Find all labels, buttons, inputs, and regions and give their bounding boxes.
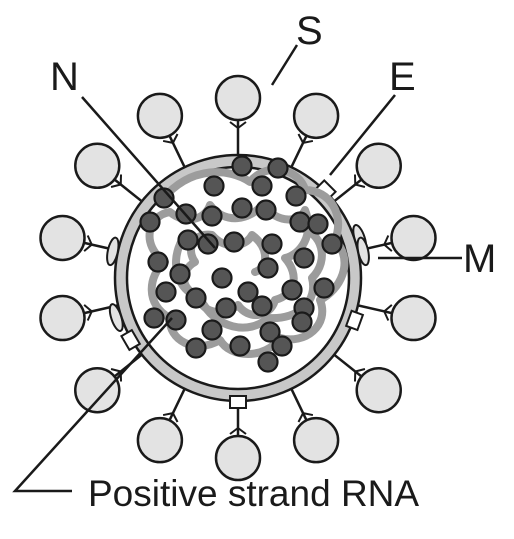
nucleocapsid-protein [223, 231, 245, 253]
envelope-pointer-line [329, 94, 396, 176]
nucleocapsid-protein [293, 247, 315, 269]
nucleocapsid-protein [259, 321, 281, 343]
nucleocapsid-protein [185, 287, 207, 309]
spike-protein [288, 383, 340, 464]
nucleocapsid-protein [231, 197, 253, 219]
nucleocapsid-protein [237, 281, 259, 303]
membrane-proteins [106, 224, 370, 332]
nucleocapsid-protein [177, 229, 199, 251]
nucleocapsid-protein [169, 263, 191, 285]
nucleocapsid-pointer-line [81, 96, 216, 249]
nucleocapsid-protein [261, 233, 283, 255]
nucleocapsid-protein [203, 175, 225, 197]
nucleocapsid-label: N [50, 55, 79, 99]
spike-protein [329, 350, 402, 414]
nucleocapsid-protein [165, 309, 187, 331]
rna-strand-inner [172, 224, 326, 332]
nucleocapsid-protein [231, 155, 253, 177]
nucleocapsid-protein [307, 213, 329, 235]
rna-pointer-line [12, 317, 173, 493]
spike-protein [74, 350, 147, 414]
envelope-protein [120, 328, 142, 352]
nucleocapsid-proteins [139, 155, 343, 373]
spike-protein [329, 142, 402, 206]
spike-protein [214, 396, 262, 482]
nucleocapsid-protein [251, 175, 273, 197]
spike-protein [136, 92, 188, 173]
nucleocapsid-protein [211, 267, 233, 289]
envelope-protein [229, 395, 247, 409]
spike-protein [214, 74, 262, 160]
nucleocapsid-protein [255, 199, 277, 221]
label-lines [12, 44, 462, 493]
nucleocapsid-protein [271, 335, 293, 357]
nucleocapsid-protein [281, 279, 303, 301]
nucleocapsid-protein [285, 185, 307, 207]
nucleocapsid-protein [143, 307, 165, 329]
nucleocapsid-protein [215, 297, 237, 319]
nucleocapsid-protein [251, 295, 273, 317]
envelope-label: E [389, 55, 416, 99]
nucleocapsid-protein [257, 351, 279, 373]
nucleocapsid-protein [321, 233, 343, 255]
nucleocapsid-protein [229, 335, 251, 357]
membrane-protein [108, 303, 124, 332]
nucleocapsid-protein [267, 157, 289, 179]
nucleocapsid-protein [289, 211, 311, 233]
nucleocapsid-protein [197, 233, 219, 255]
nucleocapsid-protein [257, 257, 279, 279]
spike-label: S [296, 9, 323, 53]
nucleocapsid-protein [291, 311, 313, 333]
nucleocapsid-protein [185, 337, 207, 359]
nucleocapsid-protein [201, 319, 223, 341]
membrane-protein [106, 236, 120, 267]
membrane-label: M [463, 237, 496, 281]
nucleocapsid-protein [155, 281, 177, 303]
spike-pointer-line [270, 44, 299, 86]
spike-protein [74, 142, 147, 206]
nucleocapsid-protein [201, 205, 223, 227]
spike-protein [136, 383, 188, 464]
nucleocapsid-protein [313, 277, 335, 299]
nucleocapsid-protein [147, 251, 169, 273]
spike-protein [288, 92, 340, 173]
spike-protein [352, 294, 437, 342]
envelope-protein [344, 309, 365, 332]
nucleocapsid-protein [139, 211, 161, 233]
rna-label: Positive strand RNA [88, 473, 419, 514]
membrane-protein [356, 236, 370, 267]
